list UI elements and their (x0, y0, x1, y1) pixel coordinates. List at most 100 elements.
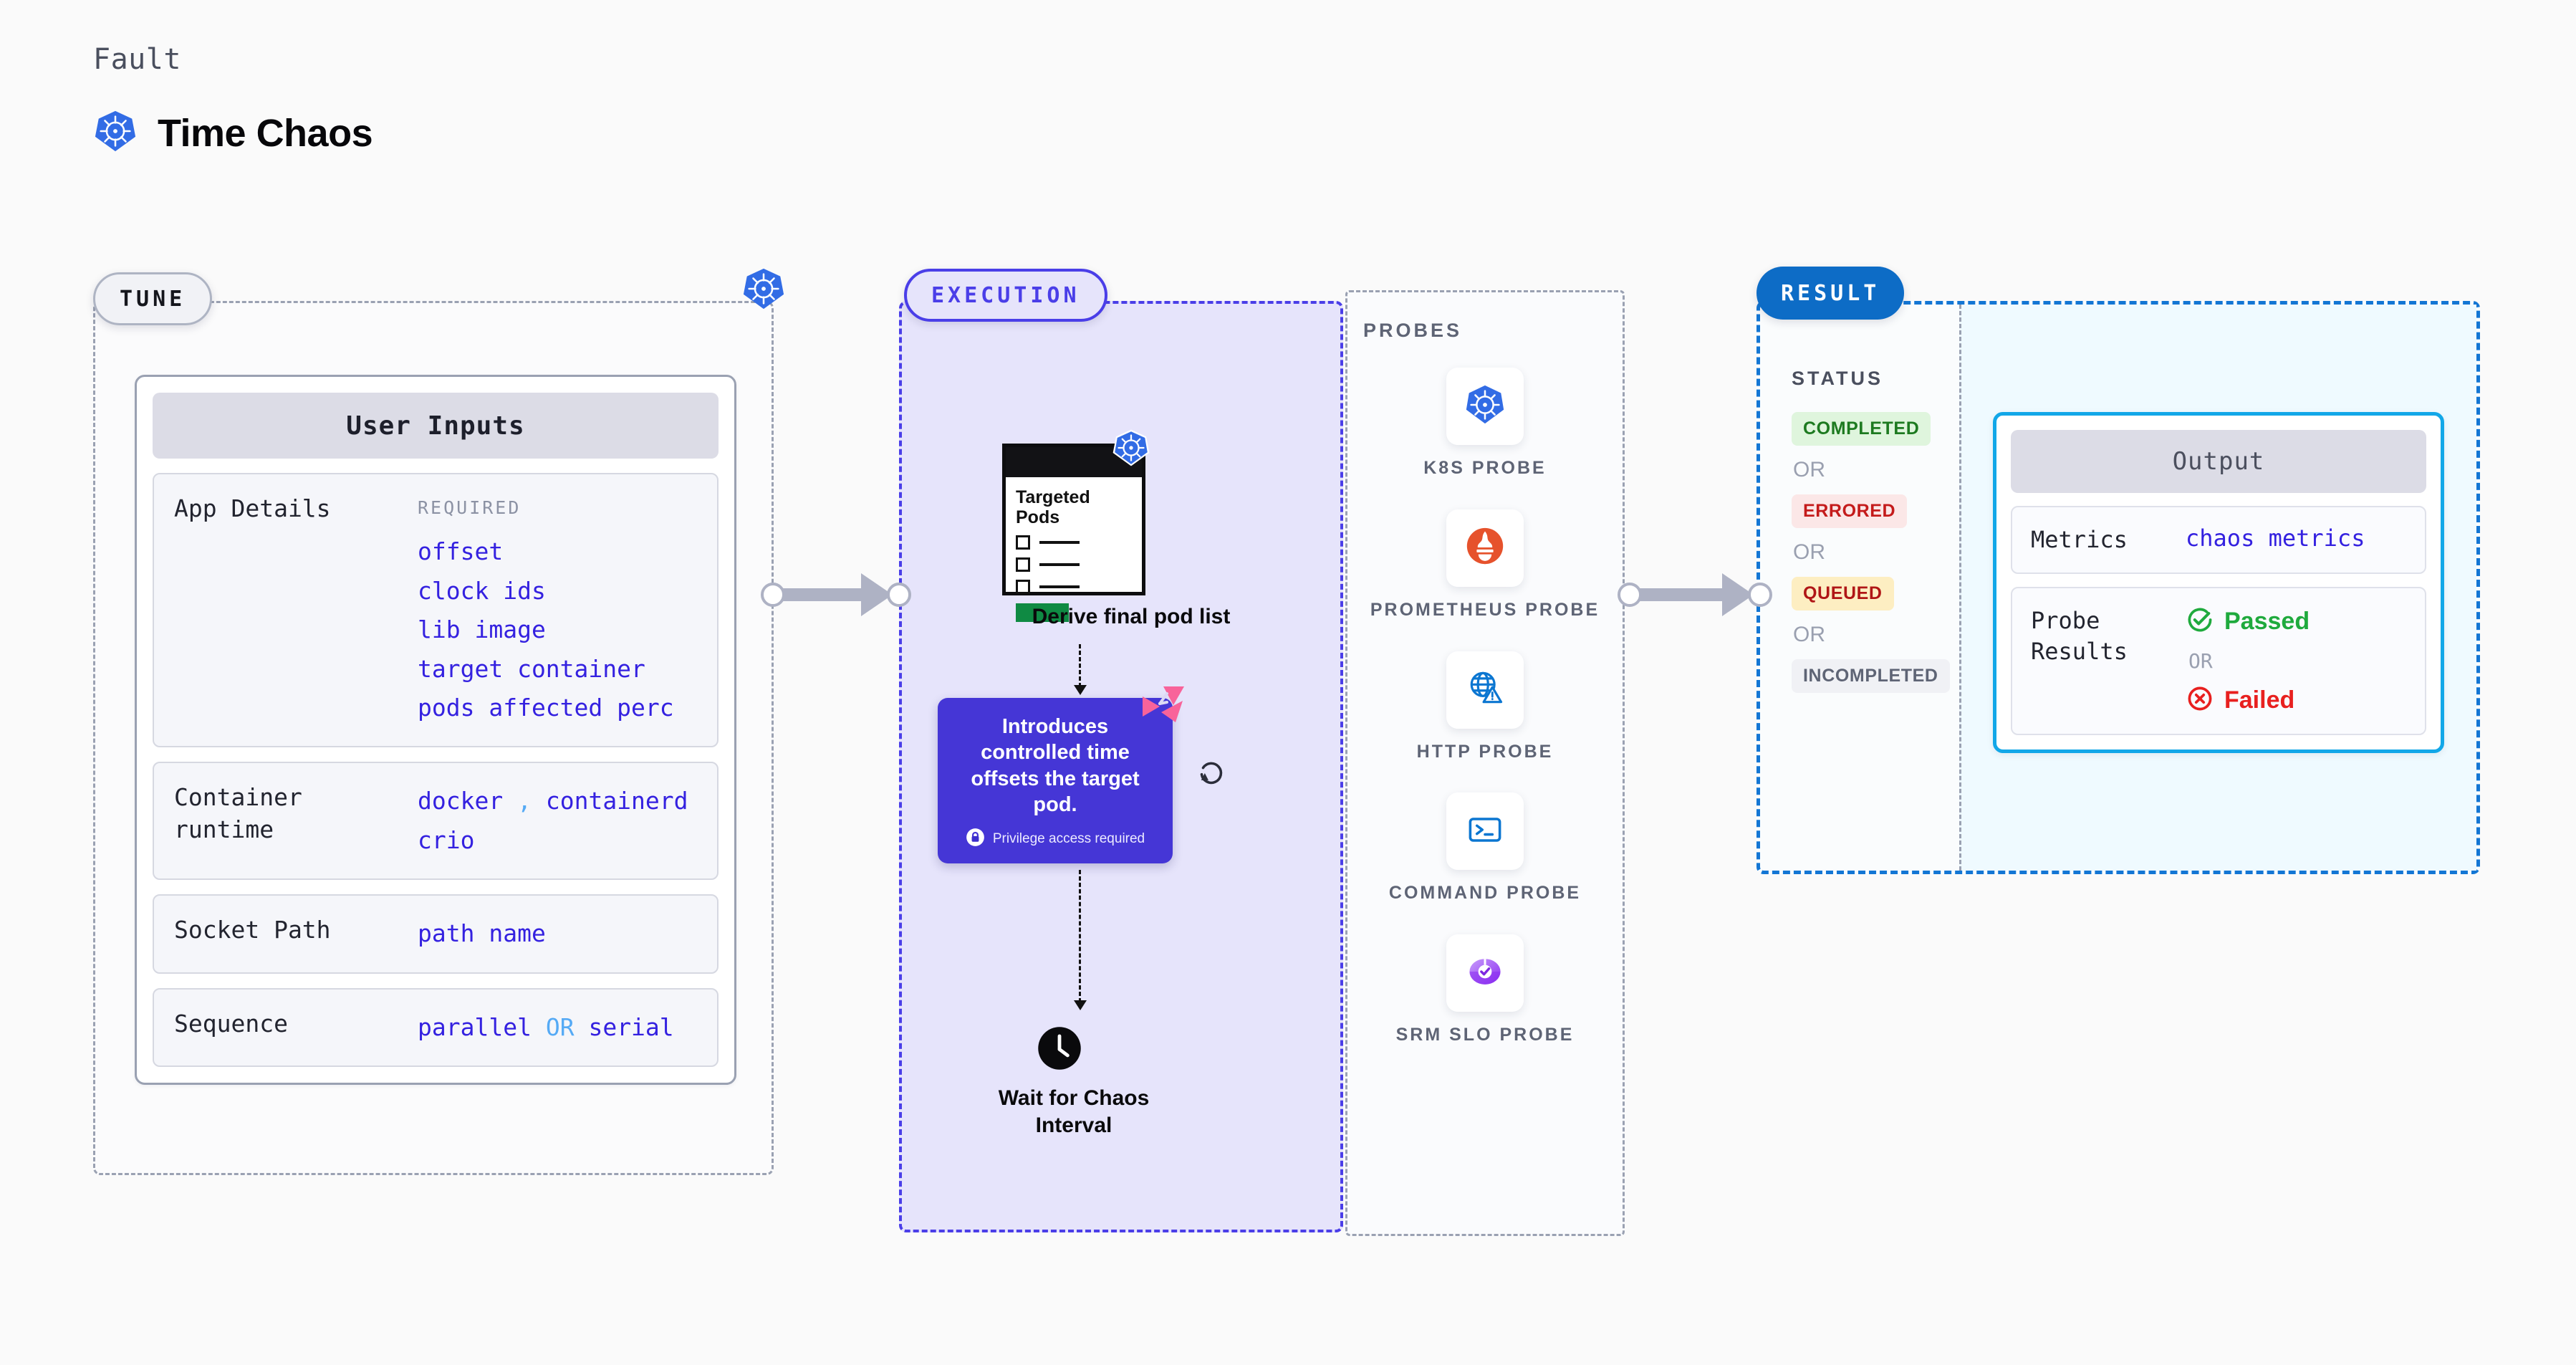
connector-execution-to-result (1618, 573, 1772, 616)
input-value: pods affected perc (418, 694, 674, 722)
probe-item-command[interactable]: COMMAND PROBE (1347, 792, 1623, 906)
output-row-value: chaos metrics (2186, 525, 2365, 552)
probe-tile (1446, 934, 1524, 1012)
status-or: OR (1793, 540, 1825, 564)
user-inputs-card: User Inputs App Details REQUIRED offset … (135, 375, 736, 1086)
input-value: clock ids (418, 576, 546, 605)
kubernetes-icon (1463, 383, 1507, 431)
fault-description-callout: Introduces controlled time offsets the t… (938, 686, 1184, 863)
output-row-probe-results[interactable]: Probe Results Passed OR (2011, 587, 2426, 736)
input-row-values: path name (418, 914, 697, 953)
input-row-values: REQUIRED offset clock ids lib image targ… (418, 493, 697, 727)
probes-list: K8S PROBE PROMETHEUS PROBE (1347, 368, 1623, 1076)
value-separator: OR (545, 1012, 575, 1041)
targeted-pods-illustration: Targeted Pods (1002, 429, 1161, 622)
input-value: docker (418, 787, 504, 815)
flow-line (1079, 644, 1081, 687)
input-value: containerd (545, 787, 688, 815)
input-value: offset (418, 537, 504, 566)
input-value: serial (588, 1012, 674, 1041)
failed-label: Failed (2224, 686, 2295, 714)
connector-tune-to-execution (761, 573, 911, 616)
input-row-sequence[interactable]: Sequence parallel OR serial (153, 987, 719, 1068)
input-row-key: Container runtime (174, 783, 302, 843)
output-row-key: Metrics (2031, 526, 2128, 553)
probe-item-k8s[interactable]: K8S PROBE (1347, 368, 1623, 481)
flow-arrowhead (1074, 1000, 1087, 1010)
lock-icon (966, 828, 985, 851)
probe-result-failed: Failed (2186, 684, 2310, 717)
input-row-socket-path[interactable]: Socket Path path name (153, 894, 719, 974)
privilege-notice: Privilege access required (952, 828, 1158, 851)
refresh-icon[interactable] (1196, 757, 1227, 792)
probe-tile (1446, 792, 1524, 871)
probe-label: K8S PROBE (1423, 458, 1547, 478)
checkbox-icon (1016, 535, 1030, 550)
result-panel: STATUS COMPLETED OR ERRORED OR QUEUED OR… (1756, 301, 2480, 874)
status-or: OR (1793, 623, 1825, 646)
pod-list-item (1016, 535, 1133, 550)
checkbox-icon (1016, 557, 1030, 572)
input-row-app-details[interactable]: App Details REQUIRED offset clock ids li… (153, 473, 719, 748)
input-row-values: parallel OR serial (418, 1008, 697, 1047)
wait-for-chaos-interval-label: Wait for Chaos Interval (998, 1086, 1150, 1137)
pod-list-item (1016, 557, 1133, 572)
status-section-label: STATUS (1792, 368, 1883, 389)
output-row-metrics[interactable]: Metrics chaos metrics (2011, 506, 2426, 575)
fault-eyebrow: Fault (93, 43, 181, 76)
confirm-button-graphic (1016, 603, 1069, 622)
kubernetes-icon (1111, 428, 1151, 471)
probe-item-srm-slo[interactable]: SRM SLO PROBE (1347, 934, 1623, 1048)
terminal-icon (1464, 808, 1506, 855)
input-value: target container (418, 654, 645, 683)
output-card: Output Metrics chaos metrics Probe Resul… (1993, 412, 2444, 754)
output-title: Output (2011, 430, 2426, 493)
status-badge-queued: QUEUED (1792, 577, 1894, 610)
page-title: Time Chaos (158, 111, 373, 155)
probe-item-http[interactable]: HTTP PROBE (1347, 651, 1623, 765)
list-line (1039, 585, 1080, 588)
probe-item-prometheus[interactable]: PROMETHEUS PROBE (1347, 509, 1623, 623)
clock-icon (1035, 1024, 1084, 1076)
tune-panel: User Inputs App Details REQUIRED offset … (93, 301, 774, 1175)
input-row-key: Sequence (174, 1009, 288, 1038)
x-circle-icon (2186, 684, 2214, 717)
user-inputs-title: User Inputs (153, 393, 719, 459)
status-list: COMPLETED OR ERRORED OR QUEUED OR INCOMP… (1792, 412, 1950, 693)
tune-stage-chip: TUNE (93, 272, 213, 325)
flow-line (1079, 870, 1081, 1002)
probe-result-values: Passed OR Failed (2186, 605, 2310, 717)
input-value: crio (418, 825, 475, 854)
probe-label: SRM SLO PROBE (1395, 1025, 1575, 1045)
probe-label: COMMAND PROBE (1388, 883, 1582, 904)
status-or: OR (1793, 458, 1825, 482)
execution-panel: Targeted Pods Derive (899, 301, 1343, 1232)
passed-label: Passed (2224, 608, 2310, 636)
privilege-text: Privilege access required (992, 831, 1145, 846)
output-row-key: Probe Results (2031, 607, 2128, 666)
check-circle-icon (2186, 605, 2214, 638)
input-value: parallel (418, 1012, 532, 1041)
input-value: lib image (418, 616, 546, 644)
input-row-container-runtime[interactable]: Container runtime docker , containerd cr… (153, 762, 719, 881)
probe-label: HTTP PROBE (1416, 741, 1554, 762)
flow-arrowhead (1074, 685, 1087, 695)
fault-title-row: Time Chaos (93, 109, 373, 157)
result-stage-chip: RESULT (1756, 267, 1905, 320)
probe-tile (1446, 509, 1524, 587)
input-value: path name (418, 919, 546, 948)
probe-result-or: OR (2188, 649, 2213, 674)
status-badge-incompleted: INCOMPLETED (1792, 659, 1950, 693)
status-badge-errored: ERRORED (1792, 494, 1908, 528)
callout-text: Introduces controlled time offsets the t… (971, 715, 1140, 816)
input-row-values: docker , containerd crio (418, 782, 697, 860)
probe-tile (1446, 651, 1524, 729)
chaos-fault-icon (1141, 685, 1186, 730)
targeted-pods-title: Targeted Pods (1016, 487, 1090, 527)
list-line (1039, 541, 1080, 544)
probe-result-passed: Passed (2186, 605, 2310, 638)
derive-final-pod-list-label: Derive final pod list (1032, 605, 1231, 628)
probe-label: PROMETHEUS PROBE (1370, 599, 1600, 620)
checkbox-icon (1016, 580, 1030, 594)
globe-warning-icon (1464, 666, 1506, 713)
